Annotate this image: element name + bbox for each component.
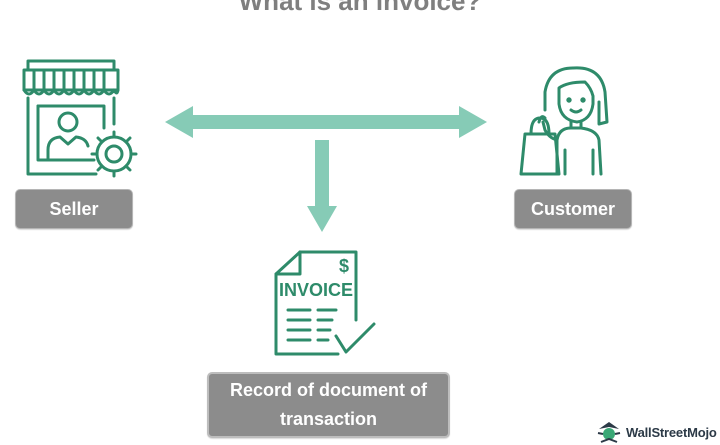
seller-label-box: Seller xyxy=(15,189,133,229)
shopping-customer-icon xyxy=(519,66,609,176)
seller-label: Seller xyxy=(49,199,99,219)
page-title: What is an invoice? xyxy=(238,0,482,16)
invoice-document-icon: $ INVOICE xyxy=(274,250,376,356)
record-label-box: Record of document of transaction xyxy=(207,372,450,438)
wallstreetmojo-logo-icon xyxy=(597,422,621,443)
invoice-label: INVOICE xyxy=(279,280,353,300)
brand-watermark: WallStreetMojo xyxy=(596,419,720,445)
customer-label: Customer xyxy=(530,199,615,219)
record-label-line1: Record of document of xyxy=(230,380,427,400)
currency-symbol: $ xyxy=(339,256,349,276)
customer-label-box: Customer xyxy=(514,189,632,229)
double-arrow-connector xyxy=(165,106,487,138)
shop-seller-icon xyxy=(22,59,138,178)
record-label-line2: transaction xyxy=(279,409,378,429)
down-arrow-connector xyxy=(307,140,337,232)
brand-name: WallStreetMojo xyxy=(626,424,717,440)
